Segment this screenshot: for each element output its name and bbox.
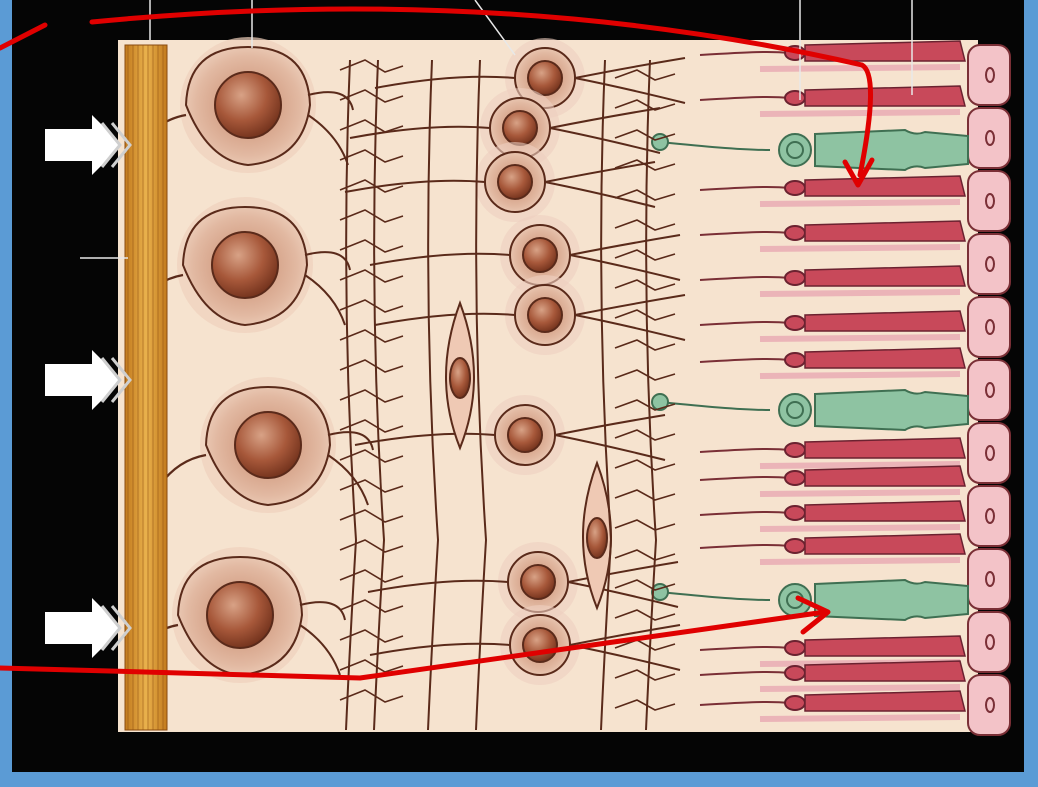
rod-nucleus [785,181,805,195]
rod-nucleus [785,666,805,680]
rod-outer-segment [805,466,965,486]
bipolar-nucleus [503,111,537,145]
rod-nucleus [785,271,805,285]
rod-shadow [760,374,960,376]
rod-outer-segment [805,86,965,106]
rod-shadow [760,560,960,562]
rod-nucleus [785,471,805,485]
rod-outer-segment [805,438,965,458]
rod-outer-segment [805,311,965,331]
rod-outer-segment [805,691,965,711]
bipolar-nucleus [508,418,542,452]
rod-shadow [760,67,960,69]
rod-outer-segment [805,636,965,656]
cone-outer-segment [815,580,968,620]
rod-outer-segment [805,176,965,196]
pigment-epithelium [968,45,1010,735]
rod-shadow [760,247,960,249]
pigment-cell [968,297,1010,357]
rod-shadow [760,112,960,114]
ganglion-nucleus [207,582,273,648]
pigment-cell [968,171,1010,231]
ganglion-nucleus [215,72,281,138]
pigment-cell [968,612,1010,672]
pigment-cell [968,360,1010,420]
rod-nucleus [785,226,805,240]
rod-nucleus [785,506,805,520]
rod-outer-segment [805,221,965,241]
cone-outer-segment [815,130,968,170]
pigment-cell [968,45,1010,105]
rod-outer-segment [805,266,965,286]
rod-shadow [760,464,960,466]
bipolar-nucleus [521,565,555,599]
cone-body [779,134,811,166]
pigment-cell [968,486,1010,546]
cone-body [779,394,811,426]
rod-shadow [760,717,960,719]
rod-nucleus [785,539,805,553]
rod-shadow [760,492,960,494]
rod-shadow [760,337,960,339]
ganglion-nucleus [235,412,301,478]
rod-nucleus [785,641,805,655]
rod-shadow [760,527,960,529]
pigment-cell [968,423,1010,483]
bipolar-nucleus [528,298,562,332]
pigment-cell [968,234,1010,294]
rod-outer-segment [805,661,965,681]
bipolar-nucleus [498,165,532,199]
pigment-cell [968,108,1010,168]
pigment-cell [968,549,1010,609]
rod-outer-segment [805,534,965,554]
pigment-cell [968,675,1010,735]
rod-shadow [760,292,960,294]
ganglion-nucleus [212,232,278,298]
rod-shadow [760,202,960,204]
cone-outer-segment [815,390,968,430]
rod-nucleus [785,696,805,710]
rod-nucleus [785,316,805,330]
bipolar-nucleus [528,61,562,95]
rod-outer-segment [805,348,965,368]
bipolar-nucleus [523,238,557,272]
amacrine-nucleus [587,518,607,558]
rod-shadow [760,687,960,689]
rod-nucleus [785,443,805,457]
bipolar-nucleus [523,628,557,662]
rod-nucleus [785,91,805,105]
amacrine-nucleus [450,358,470,398]
rod-outer-segment [805,501,965,521]
rod-nucleus [785,353,805,367]
